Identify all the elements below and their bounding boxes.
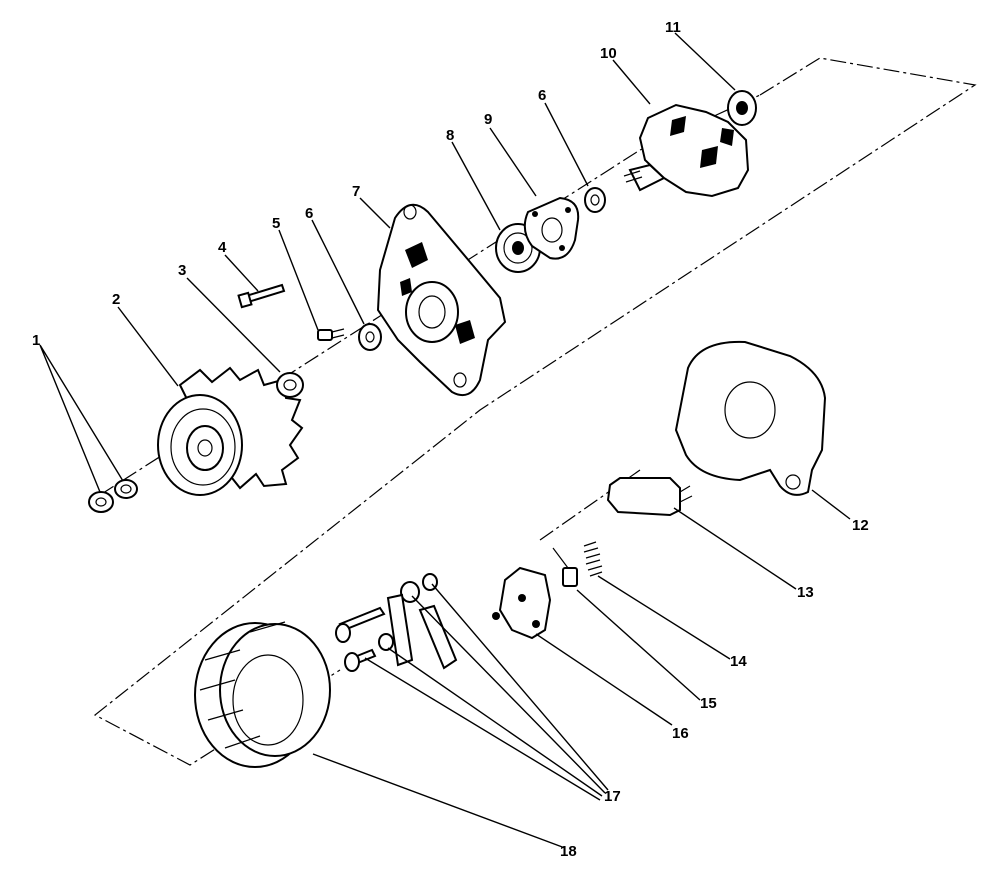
- part-13-regulator: [606, 477, 693, 517]
- label-part-5: 5: [272, 215, 280, 232]
- part-14-spring: [583, 541, 603, 577]
- part-9-retainer: [523, 196, 580, 260]
- label-part-15: 15: [700, 695, 717, 712]
- label-part-18: 18: [560, 843, 577, 860]
- label-part-4: 4: [218, 239, 227, 256]
- label-part-2: 2: [112, 291, 120, 308]
- part-6-washer-front: [358, 323, 382, 351]
- label-part-17: 17: [604, 788, 621, 805]
- part-5-screw: [317, 328, 345, 341]
- part-10-rotor: [623, 103, 750, 198]
- part-15-brush: [552, 547, 578, 587]
- label-part-6-front: 6: [305, 205, 313, 222]
- label-part-3: 3: [178, 262, 186, 279]
- label-part-11: 11: [665, 19, 681, 36]
- leader-lines: [39, 32, 851, 849]
- label-part-8: 8: [446, 127, 454, 144]
- part-18-stator: [194, 621, 331, 768]
- label-part-7: 7: [352, 183, 360, 200]
- label-part-6-rear: 6: [538, 87, 546, 104]
- label-part-1: 1: [32, 332, 40, 349]
- label-part-12: 12: [852, 517, 869, 534]
- label-part-16: 16: [672, 725, 689, 742]
- part-3-spacer: [276, 372, 304, 398]
- part-11-rear-bearing: [727, 90, 757, 126]
- callouts: 1 2 3 4 5 6 7 8 9 6 10 11 12 13 14 15 16…: [32, 19, 869, 860]
- part-1-nut-washer: [88, 479, 138, 513]
- part-16-brush-holder: [492, 566, 552, 640]
- part-6-washer-rear: [584, 187, 606, 213]
- label-part-14: 14: [730, 653, 747, 670]
- label-part-13: 13: [797, 584, 814, 601]
- part-2-pulley-fan: [157, 366, 304, 496]
- label-part-9: 9: [484, 111, 492, 128]
- label-part-10: 10: [600, 45, 617, 62]
- part-7-drive-end-frame: [376, 203, 507, 396]
- part-12-rear-housing: [674, 340, 827, 496]
- part-4-bolt: [237, 283, 286, 309]
